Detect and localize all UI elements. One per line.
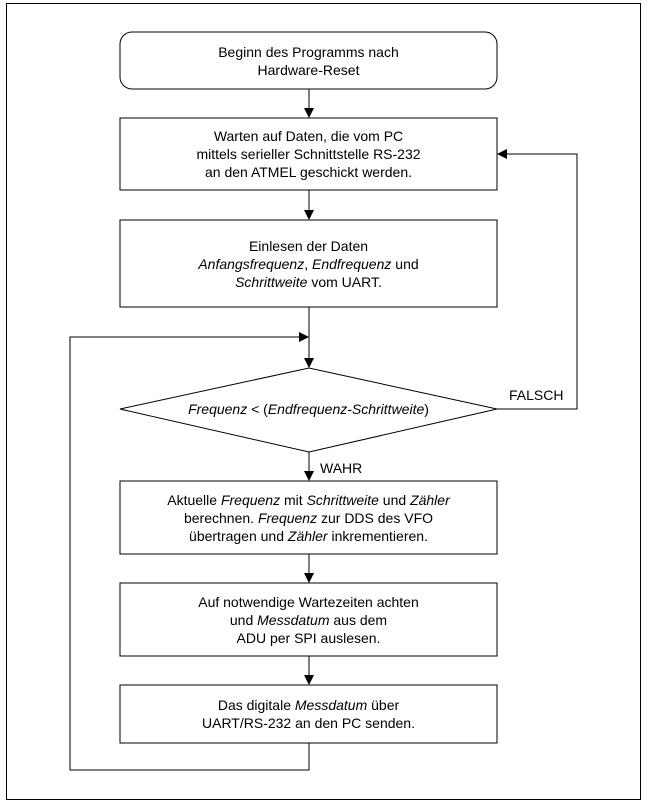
text-run: vom UART. — [307, 273, 382, 290]
text-run: Beginn des Programms nach — [218, 43, 399, 60]
italic-term: Messdatum — [294, 697, 368, 713]
text-run: über — [367, 697, 400, 713]
italic-term: Endfrequenz-Schrittweite — [267, 401, 425, 417]
text-run: Hardware-Reset — [257, 61, 360, 78]
text-run: berechnen. — [183, 509, 258, 526]
text-run: ADU per SPI auslesen. — [236, 629, 381, 646]
text-run: übertragen und — [189, 527, 288, 544]
text-run: ) — [424, 401, 429, 417]
text-run: < ( — [247, 401, 268, 417]
node-text-line: Hardware-Reset — [258, 61, 360, 79]
outer-border — [6, 3, 641, 800]
node-text-line: Aktuelle Frequenz mit Schrittweite und Z… — [167, 491, 450, 509]
node-text-line: Schrittweite vom UART. — [235, 273, 382, 291]
italic-term: Frequenz — [188, 401, 248, 417]
node-text-line: ADU per SPI auslesen. — [237, 629, 381, 647]
text-run: an den ATMEL geschickt werden. — [205, 164, 412, 180]
node-text-line: übertragen und Zähler inkrementieren. — [189, 527, 428, 545]
italic-term: Schrittweite — [235, 273, 308, 290]
italic-term: Zähler — [287, 527, 328, 544]
node-text-line: Frequenz < (Endfrequenz-Schrittweite) — [188, 400, 429, 418]
node-text-line: Anfangsfrequenz, Endfrequenz und — [198, 255, 418, 273]
text-run: mittels serieller Schnittstelle RS-232 — [196, 146, 421, 162]
text-run: und — [391, 255, 419, 272]
send-node-shape — [119, 684, 498, 744]
text-run: Aktuelle — [167, 491, 221, 508]
italic-term: Anfangsfrequenz — [198, 255, 305, 272]
text-run: Auf notwendige Wartezeiten achten — [198, 593, 419, 610]
text-run: Einlesen der Daten — [248, 237, 369, 254]
node-text-line: Beginn des Programms nach — [218, 43, 399, 61]
node-text-line: UART/RS-232 an den PC senden. — [202, 714, 415, 732]
node-text-line: und Messdatum aus dem — [230, 611, 387, 629]
read-node-shape — [119, 219, 498, 308]
italic-term: Endfrequenz — [311, 255, 392, 272]
text-run: und — [229, 611, 258, 628]
text-run: inkrementieren. — [327, 527, 428, 544]
node-text-line: Auf notwendige Wartezeiten achten — [198, 593, 419, 611]
wait-node-text: Warten auf Daten, die vom PC mittels seri… — [120, 118, 497, 190]
italic-term: Schrittweite — [306, 491, 379, 508]
arrow-repeat-loop — [69, 332, 310, 771]
italic-term: Messdatum — [257, 611, 330, 628]
node-text-line: berechnen. Frequenz zur DDS des VFO — [184, 509, 433, 527]
text-run: UART/RS-232 an den PC senden. — [202, 715, 415, 731]
text-run: aus dem — [329, 611, 388, 628]
text-run: zur DDS des VFO — [317, 509, 434, 526]
label-false: FALSCH — [509, 387, 564, 403]
wait-node-shape — [119, 117, 498, 191]
italic-term: Zähler — [410, 491, 450, 508]
text-run: und — [378, 491, 411, 508]
text-run: Das digitale — [217, 697, 295, 713]
node-text-line: Das digitale Messdatum über — [218, 696, 399, 714]
italic-term: Frequenz — [220, 491, 281, 508]
italic-term: Frequenz — [257, 509, 318, 526]
measure-node-shape — [119, 582, 498, 657]
compute-node-text: Aktuelle Frequenz mit Schrittweite und Z… — [120, 481, 497, 554]
label-true: WAHR — [320, 460, 363, 476]
text-run: , — [304, 255, 312, 272]
text-run: Warten auf Daten, die vom PC — [213, 128, 404, 144]
arrow-false-loop — [497, 149, 578, 410]
compute-node-shape — [119, 480, 498, 555]
text-run: mit — [280, 491, 307, 508]
node-text-line: Einlesen der Daten — [249, 237, 368, 255]
node-text-line: mittels serieller Schnittstelle RS-232 — [196, 145, 420, 163]
node-text-line: an den ATMEL geschickt werden. — [205, 163, 412, 181]
decision-node-text: Frequenz < (Endfrequenz-Schrittweite) — [120, 398, 497, 420]
node-text-line: Warten auf Daten, die vom PC — [214, 127, 403, 145]
